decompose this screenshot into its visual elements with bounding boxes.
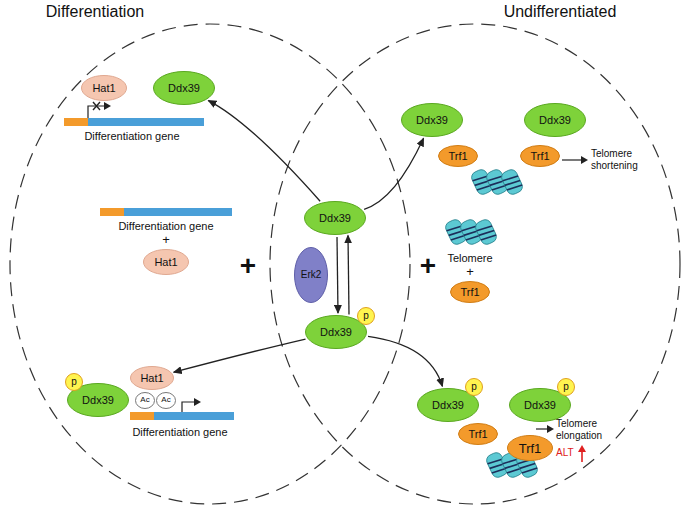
tss-arrow — [88, 106, 106, 118]
promoter — [100, 208, 124, 216]
hat1-protein: Hat1 — [130, 366, 174, 390]
phospho-mark: p — [557, 378, 575, 396]
trf1-protein: Trf1 — [438, 145, 478, 167]
ddx39-protein: Ddx39 — [401, 103, 463, 137]
pathway-arrow — [364, 138, 423, 209]
result-arrow — [562, 159, 583, 160]
node-label: Trf1 — [519, 442, 542, 455]
node-label: p — [71, 377, 77, 387]
trf1-protein: Trf1 — [507, 435, 553, 461]
panel-title: Undifferentiated — [504, 3, 617, 21]
node-label: p — [563, 382, 569, 392]
outcome-label: Telomere shortening — [591, 148, 653, 171]
acetyl-mark: Ac — [135, 392, 155, 409]
node-label: Ddx39 — [168, 83, 200, 94]
pathway-arrow — [348, 235, 349, 314]
acetyl-mark: Ac — [156, 392, 176, 409]
plus-sign: + — [162, 233, 170, 248]
pathway-arrow — [174, 339, 306, 372]
promoter — [130, 412, 154, 420]
pathway-arrow — [368, 336, 442, 386]
hat1-protein: Hat1 — [81, 75, 127, 101]
outcome-label: Telomere elongation — [556, 418, 612, 441]
trf1-protein: Trf1 — [450, 281, 490, 303]
node-label: Trf1 — [460, 287, 479, 298]
telomere-label: Telomere — [447, 252, 492, 265]
gene-label: Differentiation gene — [118, 220, 213, 233]
tss-arrowhead — [104, 102, 111, 110]
trf1-protein: Trf1 — [458, 423, 498, 445]
phospho-mark: p — [65, 373, 83, 391]
gene-label: Differentiation gene — [84, 130, 179, 143]
node-label: Trf1 — [530, 151, 549, 162]
gene-body — [88, 118, 204, 126]
pathway-arrow — [208, 101, 320, 202]
node-label: Ddx39 — [319, 213, 351, 224]
trf1-protein: Trf1 — [520, 145, 560, 167]
plus-sign: + — [420, 250, 436, 282]
node-label: Ac — [161, 396, 170, 404]
gene-label: Differentiation gene — [132, 426, 227, 439]
nucleosome — [474, 218, 499, 247]
hat1-protein: Hat1 — [143, 249, 189, 275]
ddx39-protein: Ddx39 — [524, 103, 586, 137]
tss-arrow — [182, 402, 196, 412]
pathway-arrow — [337, 237, 338, 313]
node-label: Ddx39 — [320, 327, 352, 338]
plus-sign: + — [466, 265, 474, 280]
block-mark — [93, 102, 100, 110]
node-label: Trf1 — [448, 151, 467, 162]
node-label: Ddx39 — [416, 115, 448, 126]
gene-body — [154, 412, 234, 420]
region-outline — [10, 24, 410, 504]
alt-label: ALT — [556, 447, 574, 459]
tss-arrowhead — [194, 398, 201, 406]
node-label: Ddx39 — [82, 395, 114, 406]
ddx39-protein: Ddx39 — [305, 315, 367, 349]
node-label: Ddx39 — [432, 400, 464, 411]
node-label: Ddx39 — [524, 400, 556, 411]
region-outline — [270, 24, 680, 504]
promoter — [64, 118, 88, 126]
erk2-kinase: Erk2 — [294, 247, 328, 303]
node-label: Ddx39 — [539, 115, 571, 126]
panel-title: Differentiation — [46, 3, 144, 21]
node-label: p — [363, 311, 369, 321]
node-label: Hat1 — [154, 257, 177, 268]
increase-arrow — [581, 451, 583, 462]
result-arrowhead — [581, 156, 588, 164]
node-label: p — [471, 382, 477, 392]
plus-sign: + — [240, 250, 256, 282]
phospho-mark: p — [465, 378, 483, 396]
node-label: Hat1 — [140, 373, 163, 384]
nucleosome — [500, 168, 525, 197]
gene-body — [124, 208, 232, 216]
ddx39-protein: Ddx39 — [153, 71, 215, 105]
result-arrowhead — [547, 425, 554, 433]
node-label: Ac — [140, 396, 149, 404]
phospho-mark: p — [357, 307, 375, 325]
increase-arrowhead — [578, 445, 586, 452]
node-label: Trf1 — [468, 429, 487, 440]
node-label: Erk2 — [301, 270, 322, 280]
ddx39-protein: Ddx39 — [304, 201, 366, 235]
node-label: Hat1 — [92, 83, 115, 94]
